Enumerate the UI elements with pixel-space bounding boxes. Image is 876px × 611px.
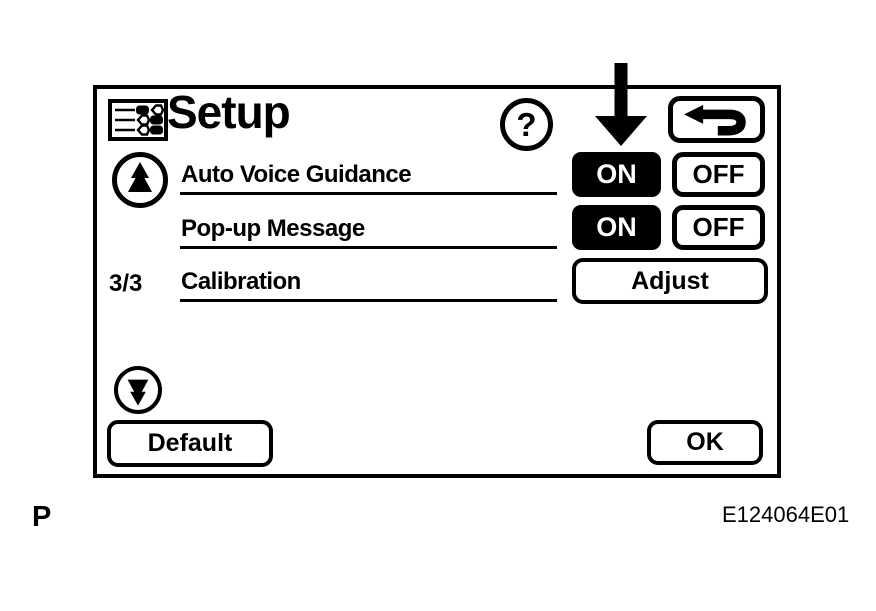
double-up-arrow-icon bbox=[128, 162, 152, 192]
back-button[interactable] bbox=[668, 96, 765, 143]
double-down-arrow-icon bbox=[127, 379, 149, 406]
scroll-up-button[interactable] bbox=[112, 152, 168, 208]
row-label-calibration: Calibration bbox=[181, 268, 301, 295]
popup-message-off-button[interactable]: OFF bbox=[672, 205, 765, 250]
return-arrow-icon bbox=[684, 104, 746, 136]
setup-menu-icon bbox=[108, 99, 168, 141]
ok-button[interactable]: OK bbox=[647, 420, 763, 465]
question-mark-icon: ? bbox=[516, 105, 537, 143]
page-indicator: 3/3 bbox=[109, 270, 143, 297]
row-label-auto-voice-guidance: Auto Voice Guidance bbox=[181, 161, 412, 188]
scroll-down-button[interactable] bbox=[114, 366, 162, 414]
row-divider bbox=[180, 246, 557, 249]
auto-voice-guidance-on-button[interactable]: ON bbox=[572, 152, 661, 197]
help-button[interactable]: ? bbox=[500, 98, 553, 151]
callout-down-arrow-icon bbox=[595, 63, 647, 146]
auto-voice-guidance-off-button[interactable]: OFF bbox=[672, 152, 765, 197]
row-divider bbox=[180, 299, 557, 302]
popup-message-on-button[interactable]: ON bbox=[572, 205, 661, 250]
row-label-popup-message: Pop-up Message bbox=[181, 215, 365, 242]
row-divider bbox=[180, 192, 557, 195]
calibration-adjust-button[interactable]: Adjust bbox=[572, 258, 768, 304]
default-button[interactable]: Default bbox=[107, 420, 273, 467]
figure-id: E124064E01 bbox=[722, 502, 850, 527]
caption-letter: P bbox=[32, 501, 52, 533]
page-title: Setup bbox=[167, 86, 291, 138]
